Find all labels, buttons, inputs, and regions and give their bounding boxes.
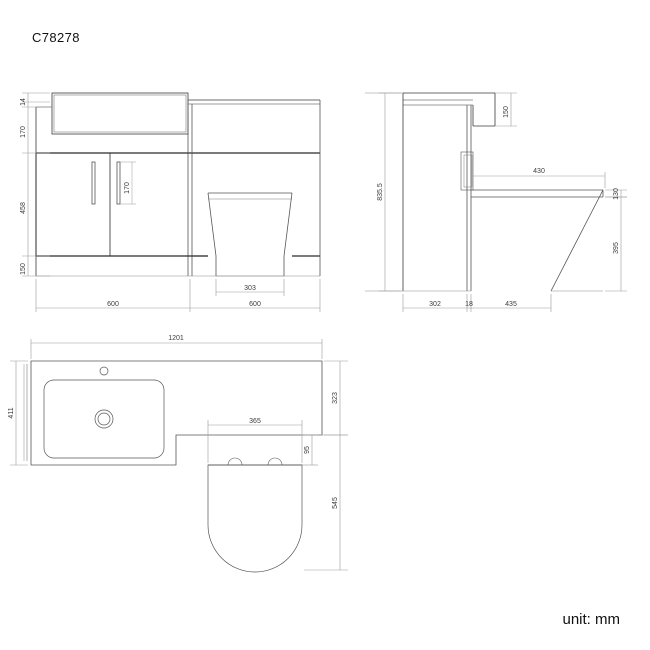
front-dim-door-height: 458 [20, 202, 27, 214]
side-dim-cabinet-depth: 302 [429, 301, 441, 308]
side-dim-toilet-top-length: 430 [533, 168, 545, 175]
unit-note: unit: mm [562, 611, 620, 628]
plan-dim-cistern-offset: 95 [304, 446, 311, 454]
page-title: C78278 [32, 30, 80, 45]
front-dim-top-height: 170 [20, 126, 27, 138]
side-elevation-view: 150 835.5 430 130 395 302 18 435 [365, 92, 627, 312]
front-dim-left-width: 600 [107, 301, 119, 308]
front-dim-toilet-width: 303 [244, 285, 256, 292]
side-dim-overhang: 150 [503, 106, 510, 118]
side-dim-toilet-top-thickness: 130 [613, 188, 620, 200]
plan-dim-toilet-width: 365 [249, 418, 261, 425]
side-dim-toilet-height: 395 [613, 242, 620, 254]
plan-dim-toilet-projection: 545 [332, 497, 339, 509]
side-dim-total-height: 835.5 [377, 183, 384, 201]
front-dim-right-width: 600 [249, 301, 261, 308]
side-dim-gap: 18 [465, 301, 473, 308]
plan-dim-total-width: 1201 [168, 335, 184, 342]
plan-view: 1201 411 323 545 365 95 [8, 335, 348, 573]
front-dim-plinth-height: 150 [20, 263, 27, 275]
front-elevation-view: 14 170 458 150 170 303 600 600 [20, 92, 321, 312]
front-dim-top-thickness: 14 [20, 98, 27, 106]
front-dim-handle-length: 170 [124, 182, 131, 194]
plan-dim-basin-depth: 411 [8, 407, 15, 418]
plan-dim-counter-depth: 323 [332, 392, 339, 404]
side-dim-toilet-depth: 435 [505, 301, 517, 308]
